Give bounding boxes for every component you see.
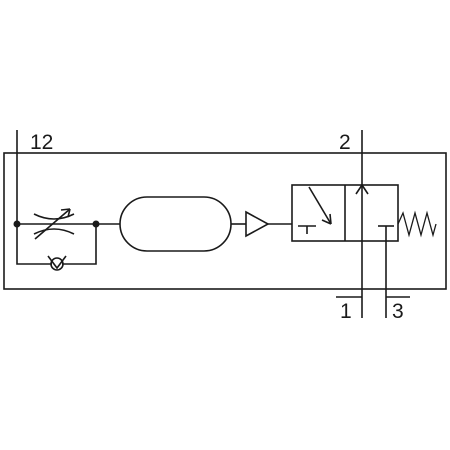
spring-return-icon	[397, 210, 437, 238]
valve-position-right	[355, 130, 394, 318]
check-valve-icon	[47, 255, 67, 271]
valve-position-left	[298, 186, 332, 234]
air-reservoir	[119, 196, 232, 252]
junction-dot-left	[13, 220, 21, 228]
port-label-supply: 1	[340, 300, 352, 323]
port-label-exhaust: 3	[392, 300, 404, 323]
port-label-outlet: 2	[339, 131, 351, 154]
amplifier-triangle	[245, 210, 270, 238]
directional-valve	[291, 184, 399, 242]
component-boundary	[3, 152, 447, 290]
port-label-pilot: 12	[30, 131, 53, 154]
junction-dot-right	[92, 220, 100, 228]
adjustable-throttle	[33, 208, 75, 240]
pilot-line	[16, 130, 97, 265]
